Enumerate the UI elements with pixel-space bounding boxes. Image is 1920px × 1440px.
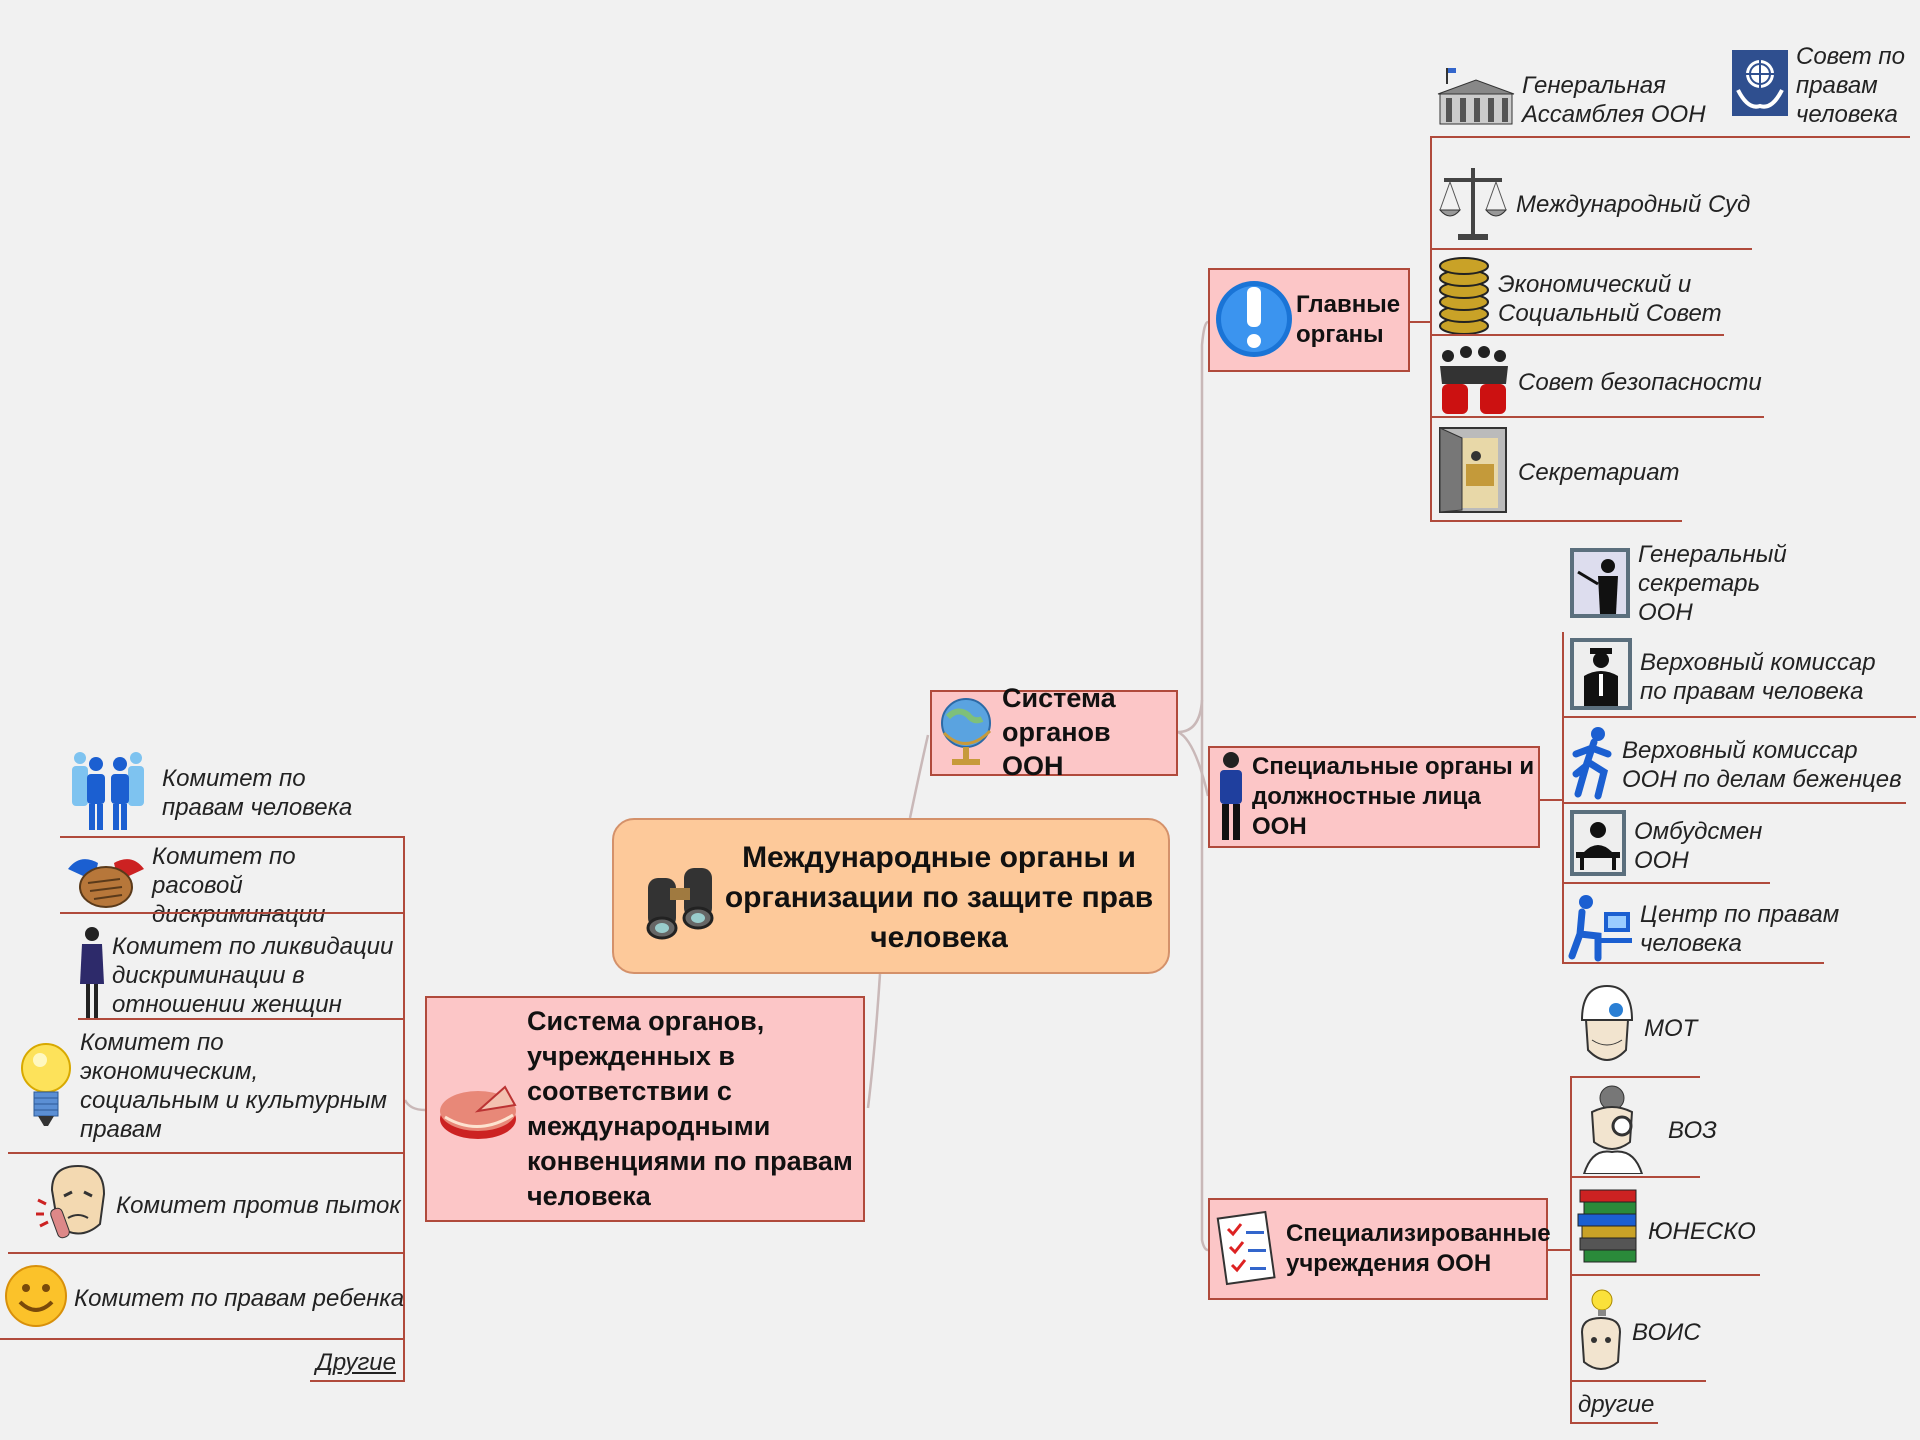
committee-label: Комитет по экономическим, социальным и к… (80, 1029, 388, 1143)
committee-torture[interactable]: Комитет против пыток (34, 1160, 401, 1251)
committee-label: Комитет по расовой дискриминации (152, 843, 326, 928)
coins-icon (1436, 256, 1492, 341)
committee-child[interactable]: Комитет по правам ребенка (4, 1260, 404, 1337)
officer-icon (1568, 636, 1634, 717)
main-organ-general-assembly[interactable]: Генеральная Ассамблея ООН (1436, 62, 1712, 137)
special-organs-node[interactable]: Специальные органы и должностные лица ОО… (1208, 746, 1540, 848)
committee-label: Комитет по правам человека (162, 764, 353, 821)
idea-head-icon (1576, 1282, 1626, 1383)
main-organs-label: Главные органы (1296, 291, 1401, 348)
agency-wipo[interactable]: ВОИС (1576, 1282, 1701, 1383)
special-organ-label: Верховный комиссар ООН по делам беженцев (1622, 736, 1902, 793)
checklist-icon (1216, 1207, 1278, 1292)
committee-label: Комитет по правам ребенка (74, 1285, 405, 1312)
main-organ-security-council[interactable]: Совет безопасности (1436, 344, 1762, 421)
scales-icon (1436, 160, 1510, 249)
special-organ-label: Омбудсмен ООН (1634, 817, 1763, 874)
handshake-icon (66, 849, 146, 922)
committee-human-rights[interactable]: Комитет по правам человека (66, 748, 392, 837)
agency-others[interactable]: другие (1578, 1390, 1654, 1419)
main-organ-label: Секретариат (1518, 459, 1680, 486)
pained-face-icon (34, 1160, 110, 1251)
desk-person-icon (1568, 808, 1628, 883)
main-organ-label: Совет безопасности (1518, 369, 1762, 396)
people-group-icon (1436, 344, 1512, 421)
globe-icon (938, 693, 994, 774)
un-system-label: Система органов ООН (1002, 683, 1116, 781)
special-organ-ombudsman[interactable]: Омбудсмен ООН (1568, 808, 1763, 883)
running-man-icon (1568, 724, 1616, 805)
globe-hands-icon (1730, 44, 1790, 127)
exclamation-icon (1214, 269, 1294, 372)
agency-who[interactable]: ВОЗ (1576, 1082, 1717, 1179)
committee-women[interactable]: Комитет по ликвидации дискриминации в от… (78, 924, 402, 1027)
binoculars-icon (644, 858, 720, 949)
special-organ-high-commissioner-refugees[interactable]: Верховный комиссар ООН по делам беженцев (1568, 724, 1908, 805)
agency-label: ВОИС (1632, 1319, 1701, 1346)
agency-label: ВОЗ (1668, 1117, 1717, 1144)
agencies-label: Специализированные учреждения ООН (1286, 1220, 1551, 1277)
woman-icon (78, 924, 106, 1027)
computer-user-icon (1568, 890, 1634, 967)
people-icon (66, 748, 156, 837)
special-organs-label: Специальные органы и должностные лица ОО… (1252, 753, 1535, 840)
main-organ-label: Совет по правам человека (1796, 43, 1905, 128)
doctor-icon (1576, 1082, 1650, 1179)
main-organ-label: Генеральная Ассамблея ООН (1522, 71, 1706, 128)
presenter-icon (1568, 542, 1632, 625)
office-door-icon (1436, 424, 1512, 521)
special-organ-high-commissioner-hr[interactable]: Верховный комиссар по правам человека (1568, 636, 1904, 717)
main-organ-label: Международный Суд (1516, 191, 1751, 218)
hardhat-icon (1576, 980, 1638, 1077)
businessman-icon (1214, 748, 1248, 847)
lightbulb-icon (18, 1038, 74, 1135)
main-organ-human-rights-council[interactable]: Совет по правам человека (1730, 42, 1906, 129)
special-organ-label: Генеральный секретарь ООН (1638, 541, 1787, 626)
agency-label: ЮНЕСКО (1648, 1218, 1756, 1245)
special-organ-hr-centre[interactable]: Центр по правам человека (1568, 890, 1840, 967)
smiley-icon (4, 1260, 68, 1337)
committee-escr[interactable]: Комитет по экономическим, социальным и к… (18, 1028, 390, 1144)
agency-unesco[interactable]: ЮНЕСКО (1576, 1184, 1756, 1279)
treaty-system-label: Система органов, учрежденных в соответст… (527, 1006, 853, 1211)
main-organ-ecosoc[interactable]: Экономический и Социальный Совет (1436, 256, 1738, 341)
central-topic[interactable]: Международные органы и организации по за… (612, 818, 1170, 974)
agency-label: МОТ (1644, 1015, 1698, 1042)
treaty-system-node[interactable]: Система органов, учрежденных в соответст… (425, 996, 865, 1222)
special-organ-label: Центр по правам человека (1640, 900, 1840, 957)
committee-others[interactable]: Другие (316, 1348, 396, 1377)
books-icon (1576, 1184, 1642, 1279)
main-organ-secretariat[interactable]: Секретариат (1436, 424, 1680, 521)
committee-label: Другие (316, 1349, 396, 1376)
main-organ-label: Экономический и Социальный Совет (1498, 270, 1722, 327)
special-organ-secretary-general[interactable]: Генеральный секретарь ООН (1568, 540, 1788, 627)
main-organ-court[interactable]: Международный Суд (1436, 160, 1750, 249)
committee-label: Комитет по ликвидации дискриминации в от… (112, 933, 394, 1018)
committee-racial[interactable]: Комитет по расовой дискриминации (66, 842, 392, 929)
committee-label: Комитет против пыток (116, 1192, 401, 1219)
un-system-node[interactable]: Система органов ООН (930, 683, 1178, 781)
main-organs-node[interactable]: Главные органы (1208, 268, 1410, 372)
cake-icon (435, 1067, 521, 1152)
building-icon (1436, 62, 1516, 137)
special-organ-label: Верховный комиссар по правам человека (1640, 648, 1876, 705)
agency-label: другие (1578, 1391, 1655, 1418)
agencies-node[interactable]: Специализированные учреждения ООН (1208, 1198, 1551, 1300)
agency-ilo[interactable]: МОТ (1576, 980, 1697, 1077)
central-topic-label: Международные органы и организации по за… (724, 841, 1154, 954)
